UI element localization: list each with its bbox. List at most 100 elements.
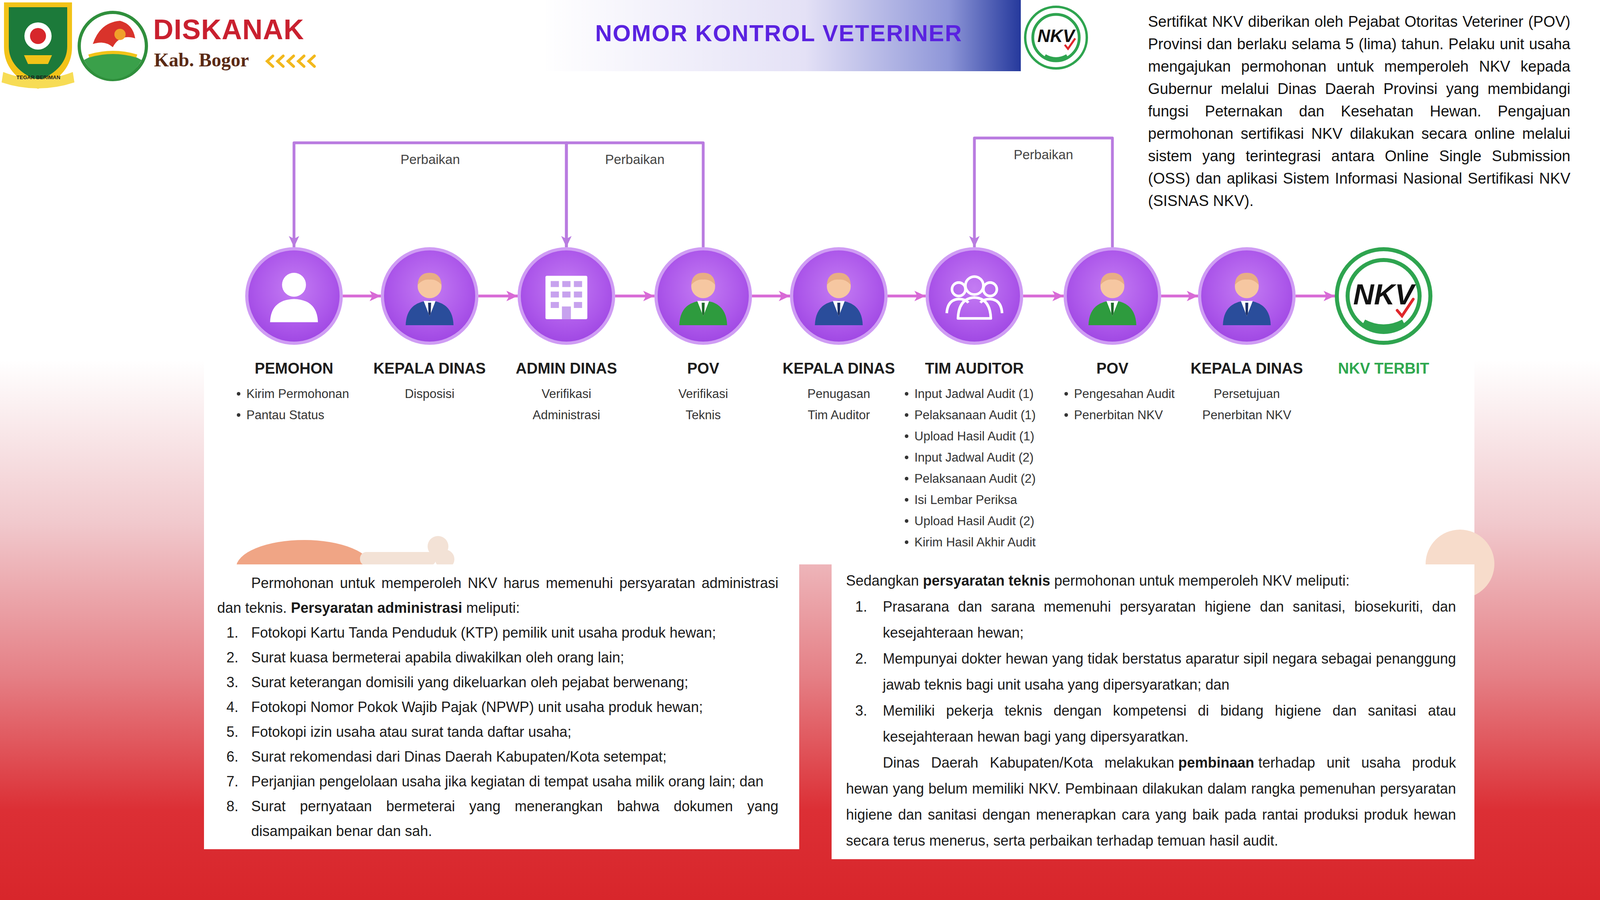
- task-item: Input Jadwal Audit (1): [904, 383, 1079, 405]
- art-shape: [92, 20, 136, 48]
- art-shape: [308, 56, 315, 67]
- item-text: Mempunyai dokter hewan yang tidak bersta…: [882, 645, 1456, 698]
- list-item: 2.Mempunyai dokter hewan yang tidak bers…: [855, 645, 1456, 698]
- item-text: Prasarana dan sarana memenuhi persyarata…: [882, 593, 1456, 646]
- item-text: Fotokopi izin usaha atau surat tanda daf…: [251, 719, 779, 745]
- revision-connector: [294, 142, 567, 248]
- role-icon: [384, 250, 476, 342]
- art-shape: [88, 52, 137, 56]
- item-text: Fotokopi Nomor Pokok Wajib Pajak (NPWP) …: [251, 694, 779, 720]
- bullet-dot: [904, 455, 909, 460]
- task-item: Isi Lembar Periksa: [904, 489, 1079, 511]
- art-shape: [114, 28, 126, 40]
- step-caption: TIM AUDITOR Input Jadwal Audit (1) Pelaksa…: [870, 359, 1079, 553]
- flow-arrow: [342, 294, 381, 298]
- flow-arrow: [1023, 294, 1064, 298]
- list-item: 1.Fotokopi Kartu Tanda Penduduk (KTP) pe…: [226, 620, 779, 646]
- art-shape: [1, 72, 75, 89]
- flow-arrow: [752, 294, 790, 298]
- list-item: 2.Surat kuasa bermeterai apabila diwakil…: [226, 645, 779, 670]
- revision-connector: [974, 138, 1113, 248]
- item-number: 4.: [226, 694, 252, 720]
- diskanak-logo: [79, 12, 147, 80]
- flow-arrow: [478, 294, 518, 298]
- item-number: 6.: [226, 744, 252, 770]
- icon-shape: [1088, 272, 1137, 326]
- item-number: 3.: [226, 670, 252, 695]
- icon-shape: [679, 272, 728, 326]
- bullet-dot: [236, 413, 241, 417]
- role-icon: [248, 250, 340, 342]
- step-heading: ADMIN DINAS: [462, 359, 671, 378]
- list-item: 8.Surat pernyataan bermeterai yang mener…: [226, 794, 779, 844]
- icon-shape: [814, 272, 863, 326]
- paragraph-text: meliputi:: [466, 599, 520, 616]
- flow-arrow: [1295, 294, 1335, 298]
- item-text: Perjanjian pengelolaan usaha jika kegiat…: [251, 769, 779, 794]
- task-item: Pantau Status: [236, 404, 398, 426]
- bullet-dot: [904, 476, 909, 481]
- item-number: 5.: [226, 719, 252, 745]
- bold-phrase: persyaratan teknis: [922, 572, 1050, 589]
- item-number: 7.: [226, 769, 252, 794]
- title-band: [540, 0, 1021, 72]
- task-item: Pengesahan Audit: [1064, 383, 1217, 405]
- list-item: 6.Surat rekomendasi dari Dinas Daerah Ka…: [226, 744, 779, 770]
- step-task-list: Input Jadwal Audit (1) Pelaksanaan Audit …: [904, 383, 1079, 553]
- icon-shape: [545, 276, 588, 320]
- bullet-dot: [236, 392, 241, 396]
- paragraph-text: Sedangkan: [846, 572, 919, 589]
- art-shape: [24, 55, 52, 64]
- flow-arrow: [887, 294, 926, 298]
- page-title: NOMOR KONTROL VETERINER: [540, 19, 1017, 48]
- task-text: Upload Hasil Audit (1): [914, 429, 1035, 444]
- task-text: Pelaksanaan Audit (2): [914, 471, 1036, 486]
- item-text: Fotokopi Kartu Tanda Penduduk (KTP) pemi…: [251, 620, 779, 646]
- list-item: 3.Memiliki pekerja teknis dengan kompete…: [855, 697, 1456, 750]
- flow-panel: [204, 122, 1475, 565]
- list-item: 5.Fotokopi izin usaha atau surat tanda d…: [226, 719, 779, 745]
- task-text: Penerbitan NKV: [1074, 408, 1163, 423]
- step-description: Disposisi: [386, 383, 473, 405]
- step-caption: PEMOHON Kirim PermohonanPantau Status: [190, 359, 398, 426]
- task-text: Pelaksanaan Audit (1): [914, 408, 1036, 423]
- item-text: Memiliki pekerja teknis dengan kompetens…: [882, 697, 1456, 750]
- item-number: 8.: [226, 794, 252, 844]
- art-shape: [8, 7, 68, 81]
- requirements-panel: Permohonan untuk memperoleh NKV harus me…: [204, 564, 800, 850]
- art-shape: [79, 12, 147, 80]
- art-shape: [1044, 56, 1068, 60]
- bullet-dot: [904, 392, 909, 396]
- task-text: Kirim Hasil Akhir Audit: [914, 535, 1036, 550]
- step-heading: PEMOHON: [190, 359, 398, 378]
- process-circle: KEPALA DINASPersetujuan Penerbitan NKV: [1198, 247, 1296, 345]
- role-icon: [928, 250, 1020, 342]
- step-task-list: Kirim PermohonanPantau Status: [236, 383, 398, 426]
- step-description: Persetujuan Penerbitan NKV: [1198, 383, 1295, 426]
- task-text: Pantau Status: [246, 408, 325, 423]
- process-circle: POVVerifikasi Teknis: [654, 247, 752, 345]
- step-heading: POV: [1008, 359, 1217, 378]
- task-item: Kirim Permohonan: [236, 383, 398, 405]
- list-item: 3.Surat keterangan domisili yang dikelua…: [226, 670, 779, 695]
- role-icon: [657, 250, 749, 342]
- task-item: Upload Hasil Audit (2): [904, 510, 1079, 532]
- badge-ribbon: [1363, 322, 1404, 328]
- step-caption: KEPALA DINASPenugasan Tim Auditor: [734, 359, 943, 426]
- badge-text: NKV: [1338, 277, 1429, 312]
- edge-label: Perbaikan: [398, 151, 463, 168]
- flow-arrow: [1161, 294, 1198, 298]
- bullet-dot: [904, 434, 909, 438]
- step-heading: NKV TERBIT: [1279, 359, 1488, 378]
- item-text: Surat pernyataan bermeterai yang meneran…: [251, 794, 779, 844]
- icon-shape: [270, 272, 318, 322]
- role-icon: [793, 250, 885, 342]
- task-item: Input Jadwal Audit (2): [904, 446, 1079, 468]
- art-shape: [360, 552, 436, 566]
- item-number: 2.: [226, 645, 252, 670]
- step-heading: TIM AUDITOR: [870, 359, 1079, 378]
- revision-connector: [566, 142, 704, 248]
- step-caption: NKV TERBIT: [1279, 359, 1488, 384]
- task-text: Upload Hasil Audit (2): [914, 514, 1035, 529]
